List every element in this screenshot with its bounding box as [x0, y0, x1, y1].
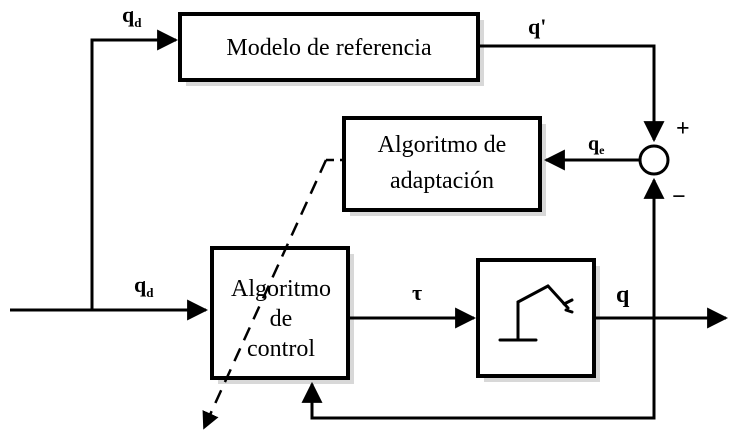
- q-prime-line: [478, 44, 665, 143]
- summing-junction: + −: [638, 116, 690, 210]
- reference-model-label: Modelo de referencia: [226, 35, 432, 61]
- qd-mid-label: qd: [134, 272, 154, 300]
- qe-label: qe: [588, 133, 605, 157]
- plus-sign: +: [676, 116, 690, 142]
- controller-label-line3: control: [247, 336, 315, 362]
- adaptation-dashed-arrow: [202, 159, 328, 430]
- robot-arm-icon: [498, 284, 574, 342]
- controller-block: Algoritmo de control: [210, 246, 354, 384]
- qd-top-label: qd: [122, 2, 142, 30]
- adaptation-algorithm-block: Algoritmo de adaptación: [342, 116, 546, 216]
- q-prime-label: q': [528, 14, 546, 39]
- qd-branch-line: [90, 29, 179, 310]
- feedback-line: [301, 318, 656, 420]
- reference-model-block: Modelo de referencia: [178, 12, 484, 86]
- q-output-label: q: [616, 282, 630, 308]
- plant-block: [476, 258, 600, 382]
- minus-sign: −: [672, 184, 686, 210]
- adaptation-label-line1: Algoritmo de: [378, 132, 507, 158]
- tau-label: τ: [412, 280, 422, 305]
- controller-label-line2: de: [270, 306, 293, 332]
- adaptation-label-line2: adaptación: [390, 168, 494, 194]
- controller-label-line1: Algoritmo: [231, 276, 331, 302]
